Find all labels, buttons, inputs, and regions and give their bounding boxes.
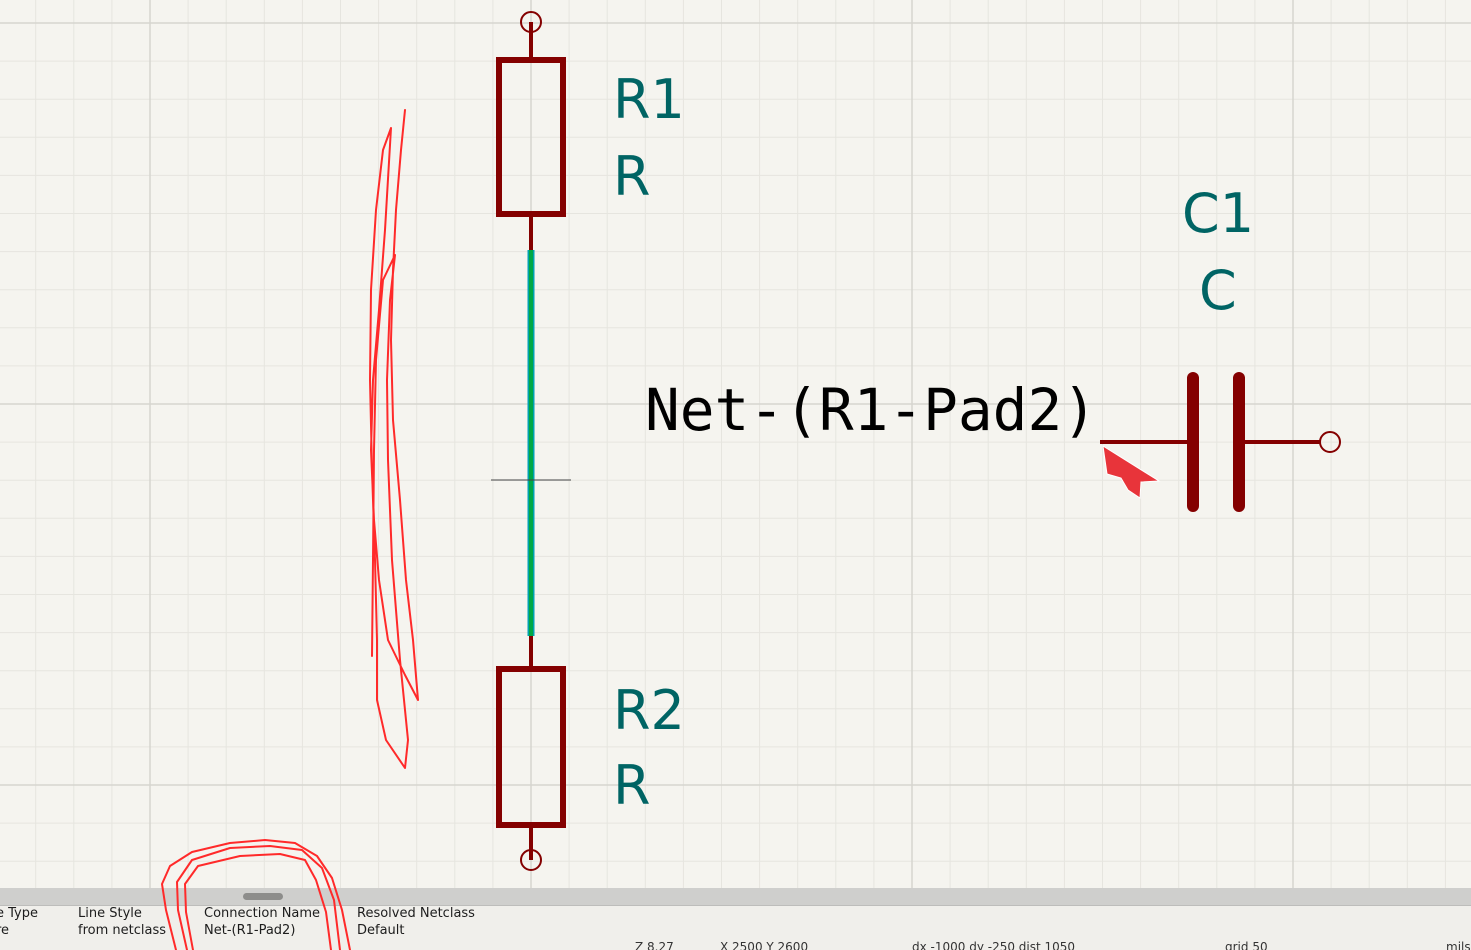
property-line-style-label: Line Style xyxy=(78,906,142,921)
schematic-canvas[interactable]: R1 R R2 R Net-(R1-Pad2) C1 C xyxy=(0,0,1471,888)
property-resolved-netclass: Resolved Netclass Default xyxy=(357,905,475,939)
property-line-style: Line Style from netclass xyxy=(78,905,166,939)
r1-value[interactable]: R xyxy=(613,145,651,208)
c1-pin-2-endpoint[interactable] xyxy=(1319,431,1341,453)
status-zoom: Z 8.27 xyxy=(635,940,674,950)
resistor-r1[interactable] xyxy=(496,11,566,250)
panel-splitter[interactable] xyxy=(0,888,1471,906)
property-connection-name-label: Connection Name xyxy=(204,906,321,921)
status-delta: dx -1000 dy -250 dist 1050 xyxy=(912,940,1076,950)
properties-panel: e Type re Line Style from netclass Conne… xyxy=(0,888,1471,950)
r2-reference[interactable]: R2 xyxy=(613,679,685,742)
property-line-style-value: from netclass xyxy=(78,923,166,938)
r2-pin-2-endpoint[interactable] xyxy=(520,849,542,871)
property-connection-name-value: Net-(R1-Pad2) xyxy=(204,923,296,938)
status-bar: Z 8.27 X 2500 Y 2600 dx -1000 dy -250 di… xyxy=(0,940,1471,950)
r2-value[interactable]: R xyxy=(613,754,651,817)
property-type: e Type re xyxy=(0,905,38,939)
property-resolved-netclass-value: Default xyxy=(357,923,405,938)
property-type-label: e Type xyxy=(0,906,38,921)
cursor-arrow-icon xyxy=(1102,445,1161,499)
property-connection-name: Connection Name Net-(R1-Pad2) xyxy=(204,905,320,939)
status-units: mils xyxy=(1446,940,1471,950)
capacitor-c1[interactable] xyxy=(1100,372,1341,512)
c1-reference[interactable]: C1 xyxy=(1182,182,1254,245)
status-grid: grid 50 xyxy=(1225,940,1268,950)
status-cursor-position: X 2500 Y 2600 xyxy=(720,940,809,950)
splitter-grip[interactable] xyxy=(243,893,283,900)
property-type-value: re xyxy=(0,923,10,938)
r1-reference[interactable]: R1 xyxy=(613,68,685,131)
net-label[interactable]: Net-(R1-Pad2) xyxy=(645,376,1097,444)
resistor-r2[interactable] xyxy=(496,636,566,871)
c1-value[interactable]: C xyxy=(1199,259,1237,322)
property-resolved-netclass-label: Resolved Netclass xyxy=(357,906,475,921)
